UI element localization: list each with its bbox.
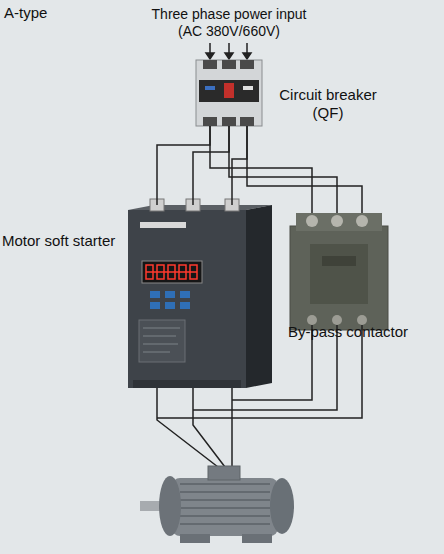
motor-fin <box>180 507 270 509</box>
contactor-body <box>290 226 388 330</box>
soft-starter: Motor soft starter <box>128 205 272 388</box>
breaker-mark <box>205 86 215 90</box>
motor-fin <box>180 523 270 525</box>
key-button <box>150 302 160 309</box>
led-digits <box>146 265 197 279</box>
key-button <box>150 291 160 298</box>
starter-front <box>128 210 246 388</box>
motor-fins <box>180 484 270 524</box>
motor-flange <box>159 476 181 536</box>
contactor-terminal <box>356 215 368 227</box>
wire <box>232 126 247 205</box>
key-button <box>180 291 190 298</box>
circuit-breaker: Circuit breaker (QF) <box>196 60 262 126</box>
motor-foot <box>242 534 272 543</box>
bypass-contactor: By-pass contactor <box>290 213 388 330</box>
three-phase-wire <box>210 126 362 213</box>
key-button <box>165 302 175 309</box>
wire <box>157 388 218 467</box>
wire <box>193 388 225 467</box>
breaker-panel <box>199 80 259 102</box>
plate-lines <box>143 328 180 352</box>
breaker-body <box>196 60 262 126</box>
rating-plate <box>139 320 185 362</box>
led-display <box>142 261 202 283</box>
contactor-drawing <box>290 213 388 330</box>
wire <box>157 126 210 205</box>
key-button <box>165 291 175 298</box>
soft-starter-label: Motor soft starter <box>2 232 126 250</box>
wire <box>210 126 312 213</box>
input-arrows <box>206 43 251 59</box>
key-button <box>180 302 190 309</box>
starter-side <box>246 205 272 388</box>
motor-foot <box>180 534 210 543</box>
plate-line <box>143 352 170 353</box>
contactor-top <box>296 213 382 231</box>
motor-fin <box>180 515 270 517</box>
led-segment <box>146 271 197 273</box>
arrow-head <box>225 53 233 59</box>
breaker-mark <box>243 86 253 90</box>
starter-base <box>133 380 241 388</box>
plate-line <box>143 344 178 345</box>
output-wires <box>157 325 362 467</box>
motor-fin <box>180 491 270 493</box>
fan-cover <box>270 478 294 534</box>
breaker-handle <box>224 83 234 98</box>
wire <box>247 126 362 213</box>
breaker-drawing <box>196 60 262 126</box>
circuit-breaker-label: Circuit breaker (QF) <box>272 86 384 122</box>
three-phase-wire <box>157 126 247 205</box>
breaker-terminal <box>240 117 254 126</box>
breaker-terminal <box>222 60 236 69</box>
breaker-terminal <box>203 60 217 69</box>
arrow-head <box>206 53 214 59</box>
contactor-terminal <box>331 215 343 227</box>
terminal-box <box>208 466 240 480</box>
motor-drawing <box>140 466 294 543</box>
plate-line <box>143 328 180 329</box>
breaker-terminal <box>203 117 217 126</box>
power-input-label: Three phase power input (AC 380V/660V) <box>144 6 314 40</box>
contactor-core <box>310 244 368 304</box>
breaker-terminal <box>240 60 254 69</box>
motor-body <box>172 478 278 536</box>
motor-fin <box>180 483 270 485</box>
arrow-head <box>243 53 251 59</box>
contactor-terminal <box>306 215 318 227</box>
brand-strip <box>140 222 186 228</box>
motor-fin <box>180 499 270 501</box>
wire <box>193 126 229 205</box>
contactor-plate <box>322 256 356 266</box>
plate-line <box>143 336 176 337</box>
wire <box>229 126 337 213</box>
soft-starter-drawing <box>128 199 272 388</box>
breaker-terminal <box>222 117 236 126</box>
diagram-title: A-type <box>4 4 47 22</box>
bypass-contactor-label: By-pass contactor <box>288 323 428 341</box>
